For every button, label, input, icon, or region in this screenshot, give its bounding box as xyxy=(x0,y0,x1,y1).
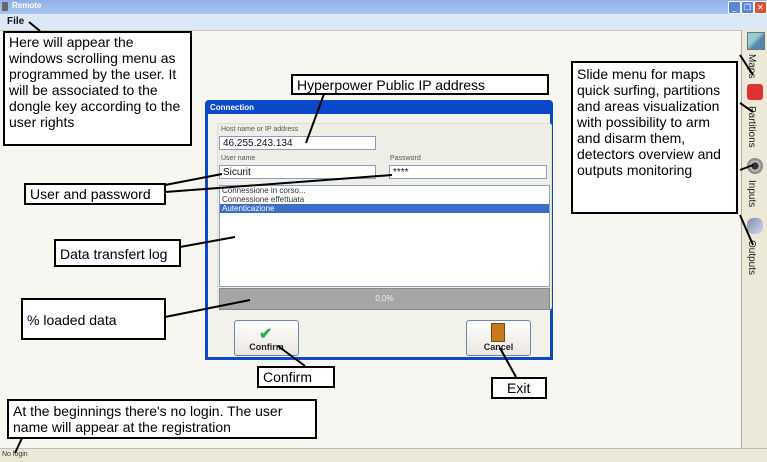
status-text: No login xyxy=(2,451,28,458)
password-input[interactable]: **** xyxy=(389,165,547,179)
window-title: Remote xyxy=(12,1,42,10)
restore-icon[interactable]: ❐ xyxy=(741,1,754,14)
status-bar: No login xyxy=(0,448,767,462)
inputs-icon xyxy=(747,158,763,174)
log-item[interactable]: Connessione in corso... xyxy=(222,186,306,195)
partitions-icon xyxy=(747,84,763,100)
confirm-label: Confirm xyxy=(249,342,284,352)
annotation-log: Data transfert log xyxy=(54,239,181,267)
user-label: User name xyxy=(221,155,256,162)
annotation-exit: Exit xyxy=(491,377,547,399)
annotation-confirm: Confirm xyxy=(257,366,335,388)
progress-bar: 0,0% xyxy=(219,288,550,310)
annotation-ip: Hyperpower Public IP address xyxy=(291,74,549,95)
menu-bar: File xyxy=(0,14,767,30)
cancel-label: Cancel xyxy=(483,342,514,352)
sidebar-item-label: Partitions xyxy=(746,106,757,148)
sidebar-item-label: Inputs xyxy=(746,180,757,208)
annotation-login: At the beginnings there's no login. The … xyxy=(7,399,317,439)
cancel-button[interactable]: Cancel xyxy=(466,320,531,356)
annotation-slide-menu: Slide menu for maps quick surfing, parti… xyxy=(571,61,738,214)
host-label: Host name or IP address xyxy=(221,126,299,133)
password-label: Password xyxy=(390,155,421,162)
sidebar-item-maps[interactable]: Maps xyxy=(742,30,767,80)
log-item[interactable]: Connessione effettuata xyxy=(222,195,305,204)
sidebar-item-label: Outputs xyxy=(746,240,757,276)
log-list[interactable]: Connessione in corso... Connessione effe… xyxy=(219,185,550,287)
app-icon xyxy=(2,2,8,11)
confirm-button[interactable]: ✔ Confirm xyxy=(234,320,299,356)
host-input[interactable]: 46.255.243.134 xyxy=(219,136,376,150)
log-item-selected[interactable]: Autenticazione xyxy=(220,204,549,213)
map-icon xyxy=(747,32,765,50)
user-input[interactable]: Sicurit xyxy=(219,165,376,179)
check-icon: ✔ xyxy=(259,326,273,343)
door-icon xyxy=(491,323,505,342)
outputs-icon xyxy=(747,218,763,234)
slide-menu: Maps Partitions Inputs Outputs xyxy=(741,30,767,448)
annotation-loaded: % loaded data xyxy=(21,298,166,340)
sidebar-item-label: Maps xyxy=(746,54,757,79)
connection-dialog: Connection Host name or IP address 46.25… xyxy=(205,100,553,360)
minimize-icon[interactable]: _ xyxy=(728,1,741,14)
sidebar-item-inputs[interactable]: Inputs xyxy=(742,156,767,214)
menu-file[interactable]: File xyxy=(7,16,25,27)
dialog-title: Connection xyxy=(210,103,254,112)
sidebar-item-outputs[interactable]: Outputs xyxy=(742,216,767,286)
dialog-body: Host name or IP address 46.255.243.134 U… xyxy=(208,114,552,357)
annotation-menu: Here will appear the windows scrolling m… xyxy=(3,31,192,146)
sidebar-item-partitions[interactable]: Partitions xyxy=(742,82,767,152)
annotation-user: User and password xyxy=(24,183,166,205)
